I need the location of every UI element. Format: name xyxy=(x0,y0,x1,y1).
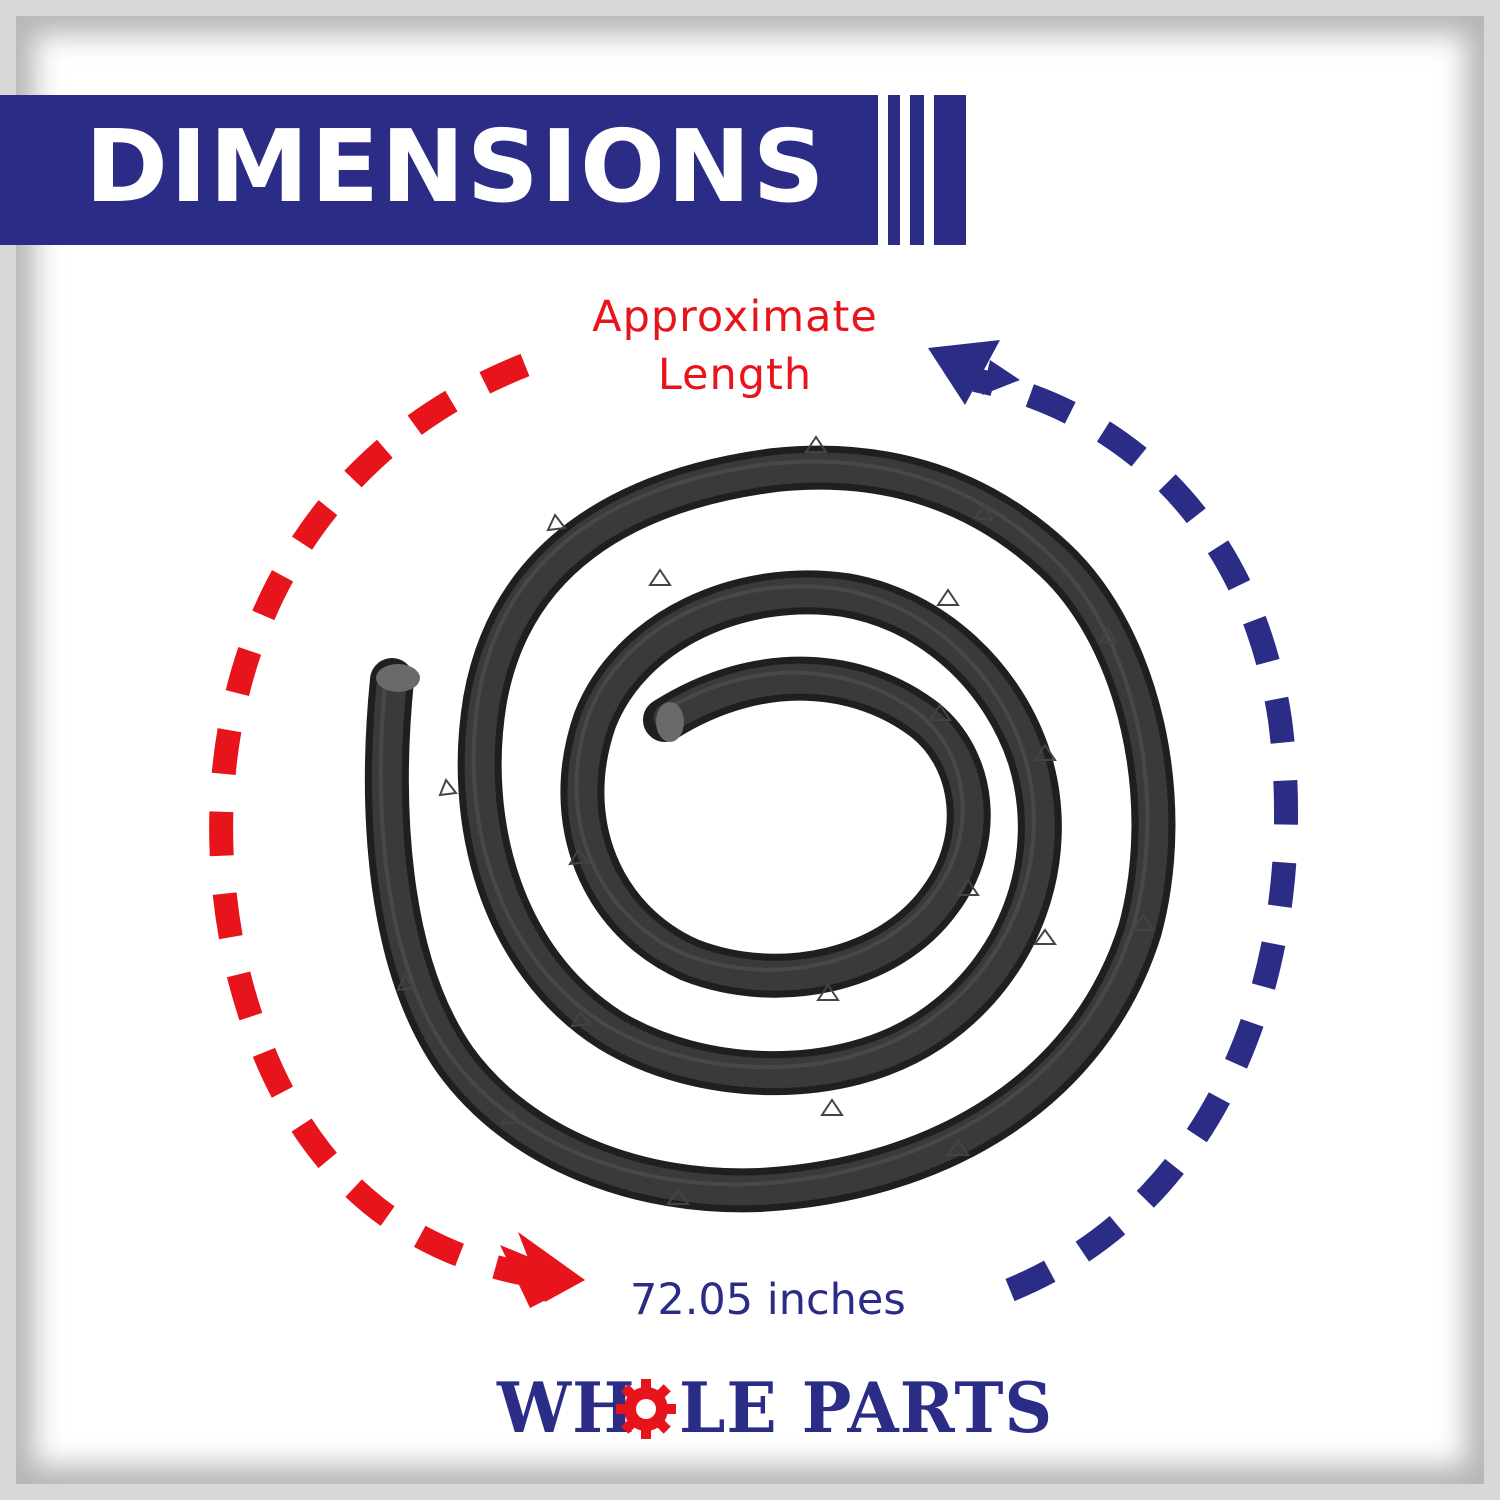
logo-text-end: LE PARTS xyxy=(679,1367,1054,1449)
gear-icon xyxy=(616,1379,676,1439)
brand-logo: WH LE PARTS xyxy=(497,1367,1057,1449)
approximate-label-line1: Approximate xyxy=(592,292,878,342)
page-title: DIMENSIONS xyxy=(85,108,827,225)
red-dashed-arrow-icon xyxy=(209,353,585,1308)
gasket-clips xyxy=(396,435,1155,1205)
gasket-spiral xyxy=(364,445,1176,1213)
length-measurement: 72.05 inches xyxy=(630,1275,906,1325)
banner-stripe xyxy=(910,95,924,245)
header-banner: DIMENSIONS xyxy=(0,95,878,245)
approximate-length-label: Approximate Length xyxy=(560,288,910,404)
logo-text-start: WH xyxy=(497,1367,636,1449)
banner-stripe xyxy=(888,95,900,245)
approximate-label-line2: Length xyxy=(657,350,813,400)
banner-stripe xyxy=(934,95,966,245)
blue-dashed-arrow-icon xyxy=(928,340,1299,1302)
